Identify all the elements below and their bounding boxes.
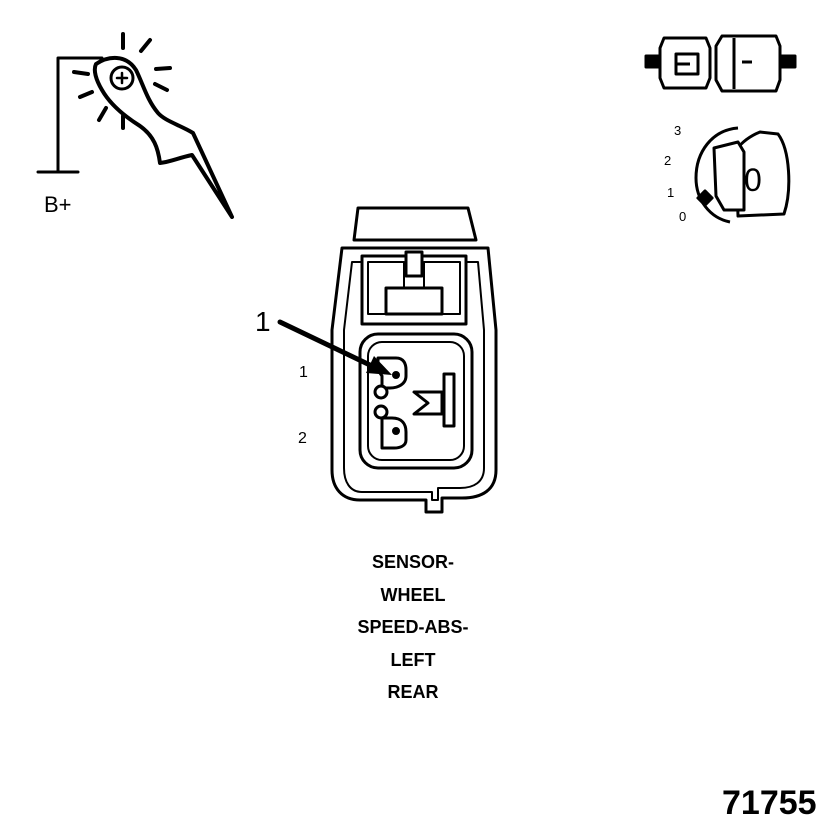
connector-title-line: SPEED-ABS- [357, 617, 469, 637]
ignition-position-label: 2 [664, 153, 672, 168]
figure-number: 71755 [722, 784, 817, 822]
ignition-position-label: 1 [667, 185, 675, 200]
callout-arrow [277, 319, 392, 375]
connector-title-line: SENSOR- [371, 552, 454, 572]
test-light-icon [36, 56, 234, 219]
connector-title-line: LEFT [390, 649, 436, 670]
connector-housing [330, 206, 498, 514]
light-rays-icon [72, 32, 172, 130]
ignition-key-icon [694, 126, 791, 224]
connector-disconnect-icon [644, 34, 797, 93]
connector-title-line: REAR [387, 682, 439, 702]
ignition-position-label: 3 [674, 123, 682, 138]
connector-title-line: WHEEL [380, 584, 446, 605]
pin-label: 1 [299, 364, 308, 381]
key-cylinder-label: 0 [744, 162, 762, 198]
pin-label: 2 [298, 430, 307, 447]
ignition-position-label: 0 [679, 209, 687, 224]
connector-title: SENSOR- WHEEL SPEED-ABS- LEFT REAR [313, 546, 513, 709]
supply-voltage-label: B+ [44, 192, 72, 217]
callout-number: 1 [255, 306, 271, 337]
